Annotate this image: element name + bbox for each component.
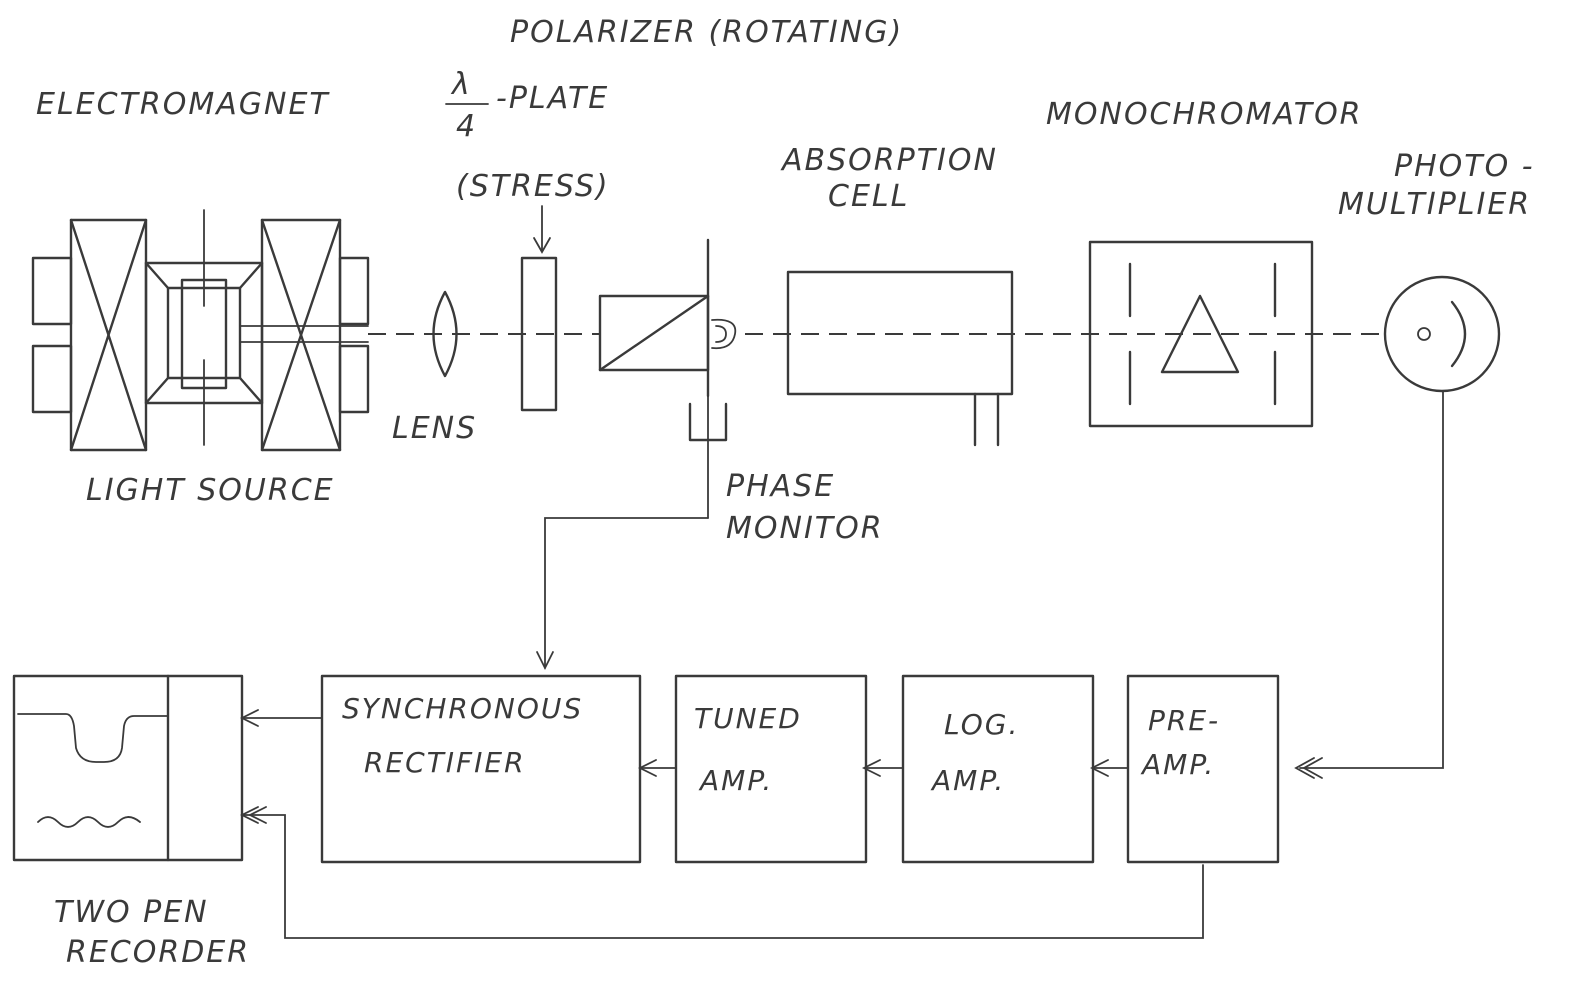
recorder-label-line1: TWO PEN [54, 895, 209, 930]
synchronous-rectifier-label-line1: SYNCHRONOUS [342, 692, 583, 725]
signal-wiring [239, 391, 1444, 939]
pre-amp-box [1126, 674, 1280, 864]
pre-amp-label-line1: PRE- [1148, 704, 1220, 737]
lens [432, 290, 458, 378]
recorder-trace-lower [37, 816, 141, 828]
phase-monitor-label-line2: MONITOR [726, 511, 884, 546]
stress-label: (STRESS) [456, 169, 610, 204]
photomultiplier-label-line1: PHOTO - [1394, 149, 1535, 184]
tuned-amp-box [674, 674, 868, 864]
photomultiplier-label-line2: MULTIPLIER [1338, 187, 1531, 222]
phase-monitor [688, 395, 728, 519]
monochromator-label: MONOCHROMATOR [1046, 97, 1363, 132]
log-amp-label-line2: AMP. [930, 764, 1005, 797]
monochromator [1088, 240, 1314, 428]
photomultiplier [1383, 275, 1501, 393]
absorption-cell-label-line2: CELL [828, 179, 909, 214]
polarizer-label: POLARIZER (ROTATING) [510, 15, 903, 50]
log-amp-label-line1: LOG. [944, 708, 1019, 741]
synchronous-rectifier-label-line2: RECTIFIER [364, 746, 526, 779]
recorder-label-line2: RECORDER [66, 935, 250, 970]
quarter-wave-label: λ 4 -PLATE [445, 67, 609, 144]
log-amp-box [901, 674, 1095, 864]
electromagnet-label: ELECTROMAGNET [36, 87, 330, 122]
lens-label: LENS [392, 411, 477, 446]
electromagnet [31, 218, 370, 452]
light-source [180, 209, 228, 446]
pre-amp-label-line2: AMP. [1140, 748, 1215, 781]
quarter-wave-plate-label: -PLATE [496, 81, 609, 116]
quarter-wave-numerator: λ [450, 67, 472, 102]
two-pen-recorder [12, 674, 244, 862]
light-source-label: LIGHT SOURCE [86, 473, 335, 508]
tuned-amp-label-line2: AMP. [698, 764, 773, 797]
phase-monitor-label-line1: PHASE [726, 469, 835, 504]
synchronous-rectifier-box [320, 674, 642, 864]
absorption-cell-label-line1: ABSORPTION [780, 143, 998, 178]
rotating-polarizer [598, 238, 737, 398]
quarter-wave-plate [520, 205, 558, 412]
absorption-cell [786, 270, 1014, 447]
quarter-wave-denominator: 4 [456, 109, 477, 144]
recorder-trace-upper [17, 713, 169, 763]
tuned-amp-label-line1: TUNED [694, 702, 802, 735]
